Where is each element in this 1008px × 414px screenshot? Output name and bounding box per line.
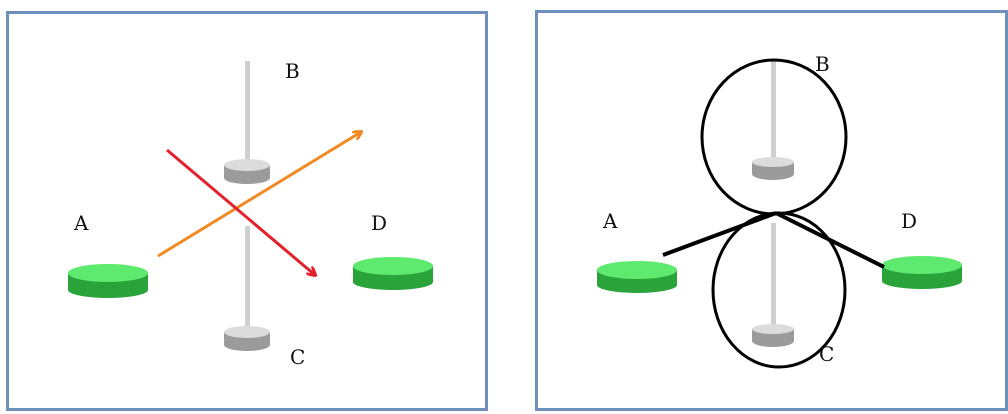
pad-a-top [68,264,148,282]
pad-a-top [597,261,677,279]
label-d: D [901,209,917,233]
pole-b-base-top [224,159,270,171]
pole-b-rod [771,59,776,167]
pole-c-rod [245,226,250,336]
pad-d [882,256,962,289]
label-a: A [602,209,618,233]
pole-c [224,226,270,351]
pad-d-top [882,256,962,274]
pole-b [224,61,270,184]
label-a: A [73,211,89,235]
pole-c-base-top [224,326,270,338]
orange-arrow [157,132,361,258]
diagram-panel-left: B A D C [6,11,488,411]
label-c: C [819,342,834,366]
red-arrow [166,148,315,275]
left-diagram-canvas: B A D C [68,59,433,369]
right-diagram-canvas: B A D C [597,52,962,369]
loop-around-c [711,211,847,369]
pad-a [68,264,148,298]
pad-a [597,261,677,293]
pole-b-rod [245,61,250,171]
label-c: C [290,345,305,369]
pole-b [752,59,794,180]
label-b: B [815,52,830,76]
pad-d [353,257,433,290]
pole-c-base-top [752,324,794,334]
pole-c-rod [771,223,776,333]
path-line-from-a [662,211,777,257]
pole-b-base-top [752,157,794,167]
diagram-panel-right: B A D C [535,10,1008,411]
pad-d-top [353,257,433,275]
label-d: D [371,211,387,235]
pole-c [752,223,794,347]
label-b: B [285,59,300,83]
